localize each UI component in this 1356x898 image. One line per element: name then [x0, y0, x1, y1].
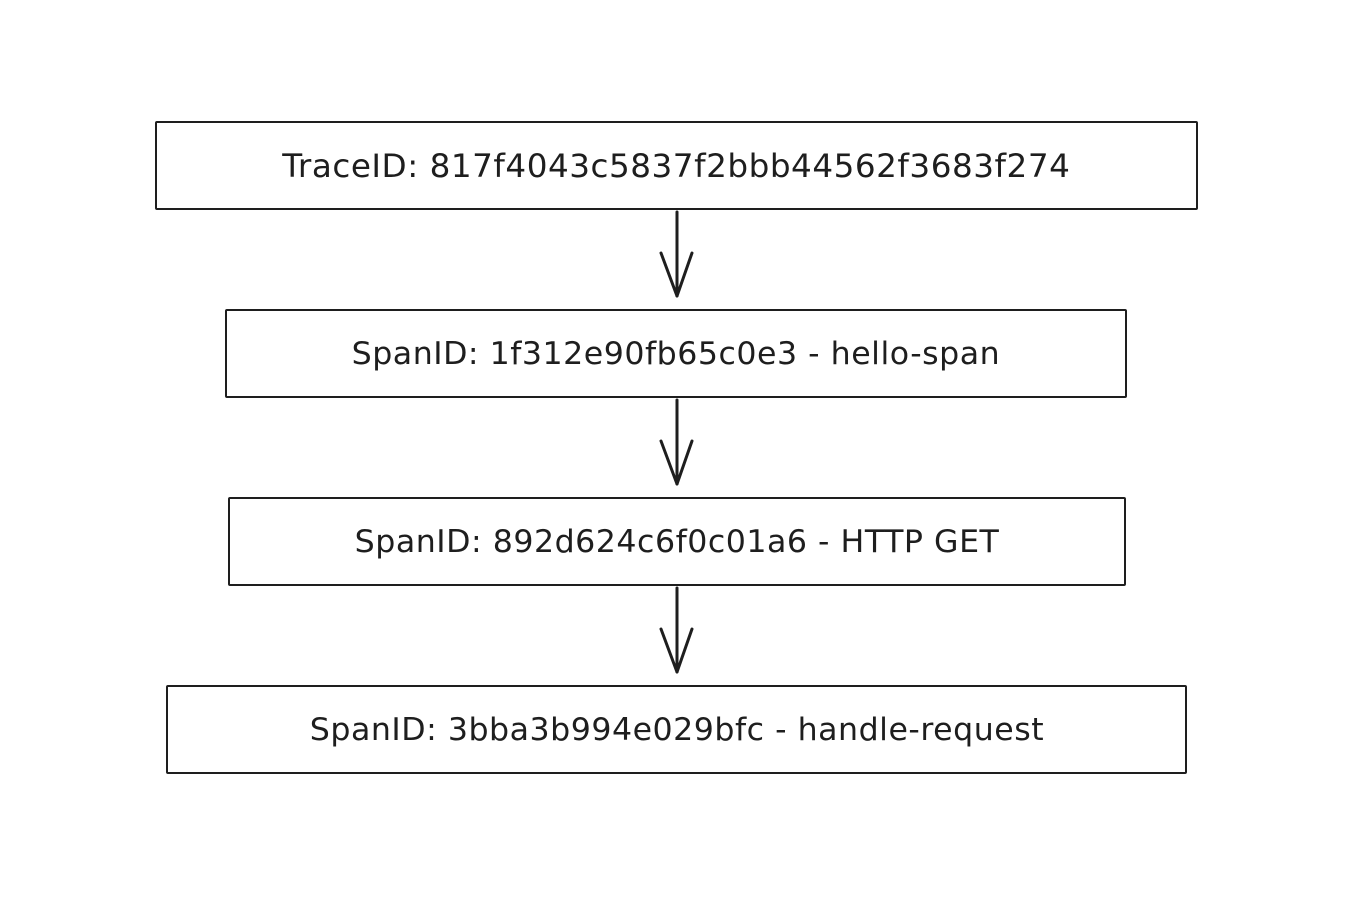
span-label: SpanID: 1f312e90fb65c0e3 - hello-span — [351, 335, 1001, 372]
span-node-http-get: SpanID: 892d624c6f0c01a6 - HTTP GET — [228, 497, 1126, 586]
arrowhead-icon — [659, 251, 694, 298]
span-label: SpanID: 3bba3b994e029bfc - handle-reques… — [309, 711, 1044, 748]
arrowhead-icon — [659, 439, 694, 486]
edge-span-1-to-span-2 — [659, 398, 694, 486]
span-label: SpanID: 892d624c6f0c01a6 - HTTP GET — [354, 523, 1000, 560]
edge-span-2-to-span-3 — [659, 586, 694, 674]
trace-id-label: TraceID: 817f4043c5837f2bbb44562f3683f27… — [282, 146, 1071, 185]
span-node-hello-span: SpanID: 1f312e90fb65c0e3 - hello-span — [225, 309, 1127, 398]
span-node-handle-request: SpanID: 3bba3b994e029bfc - handle-reques… — [166, 685, 1187, 774]
trace-id-node: TraceID: 817f4043c5837f2bbb44562f3683f27… — [155, 121, 1198, 210]
arrowhead-icon — [659, 627, 694, 674]
edge-trace-to-span-1 — [659, 210, 694, 298]
